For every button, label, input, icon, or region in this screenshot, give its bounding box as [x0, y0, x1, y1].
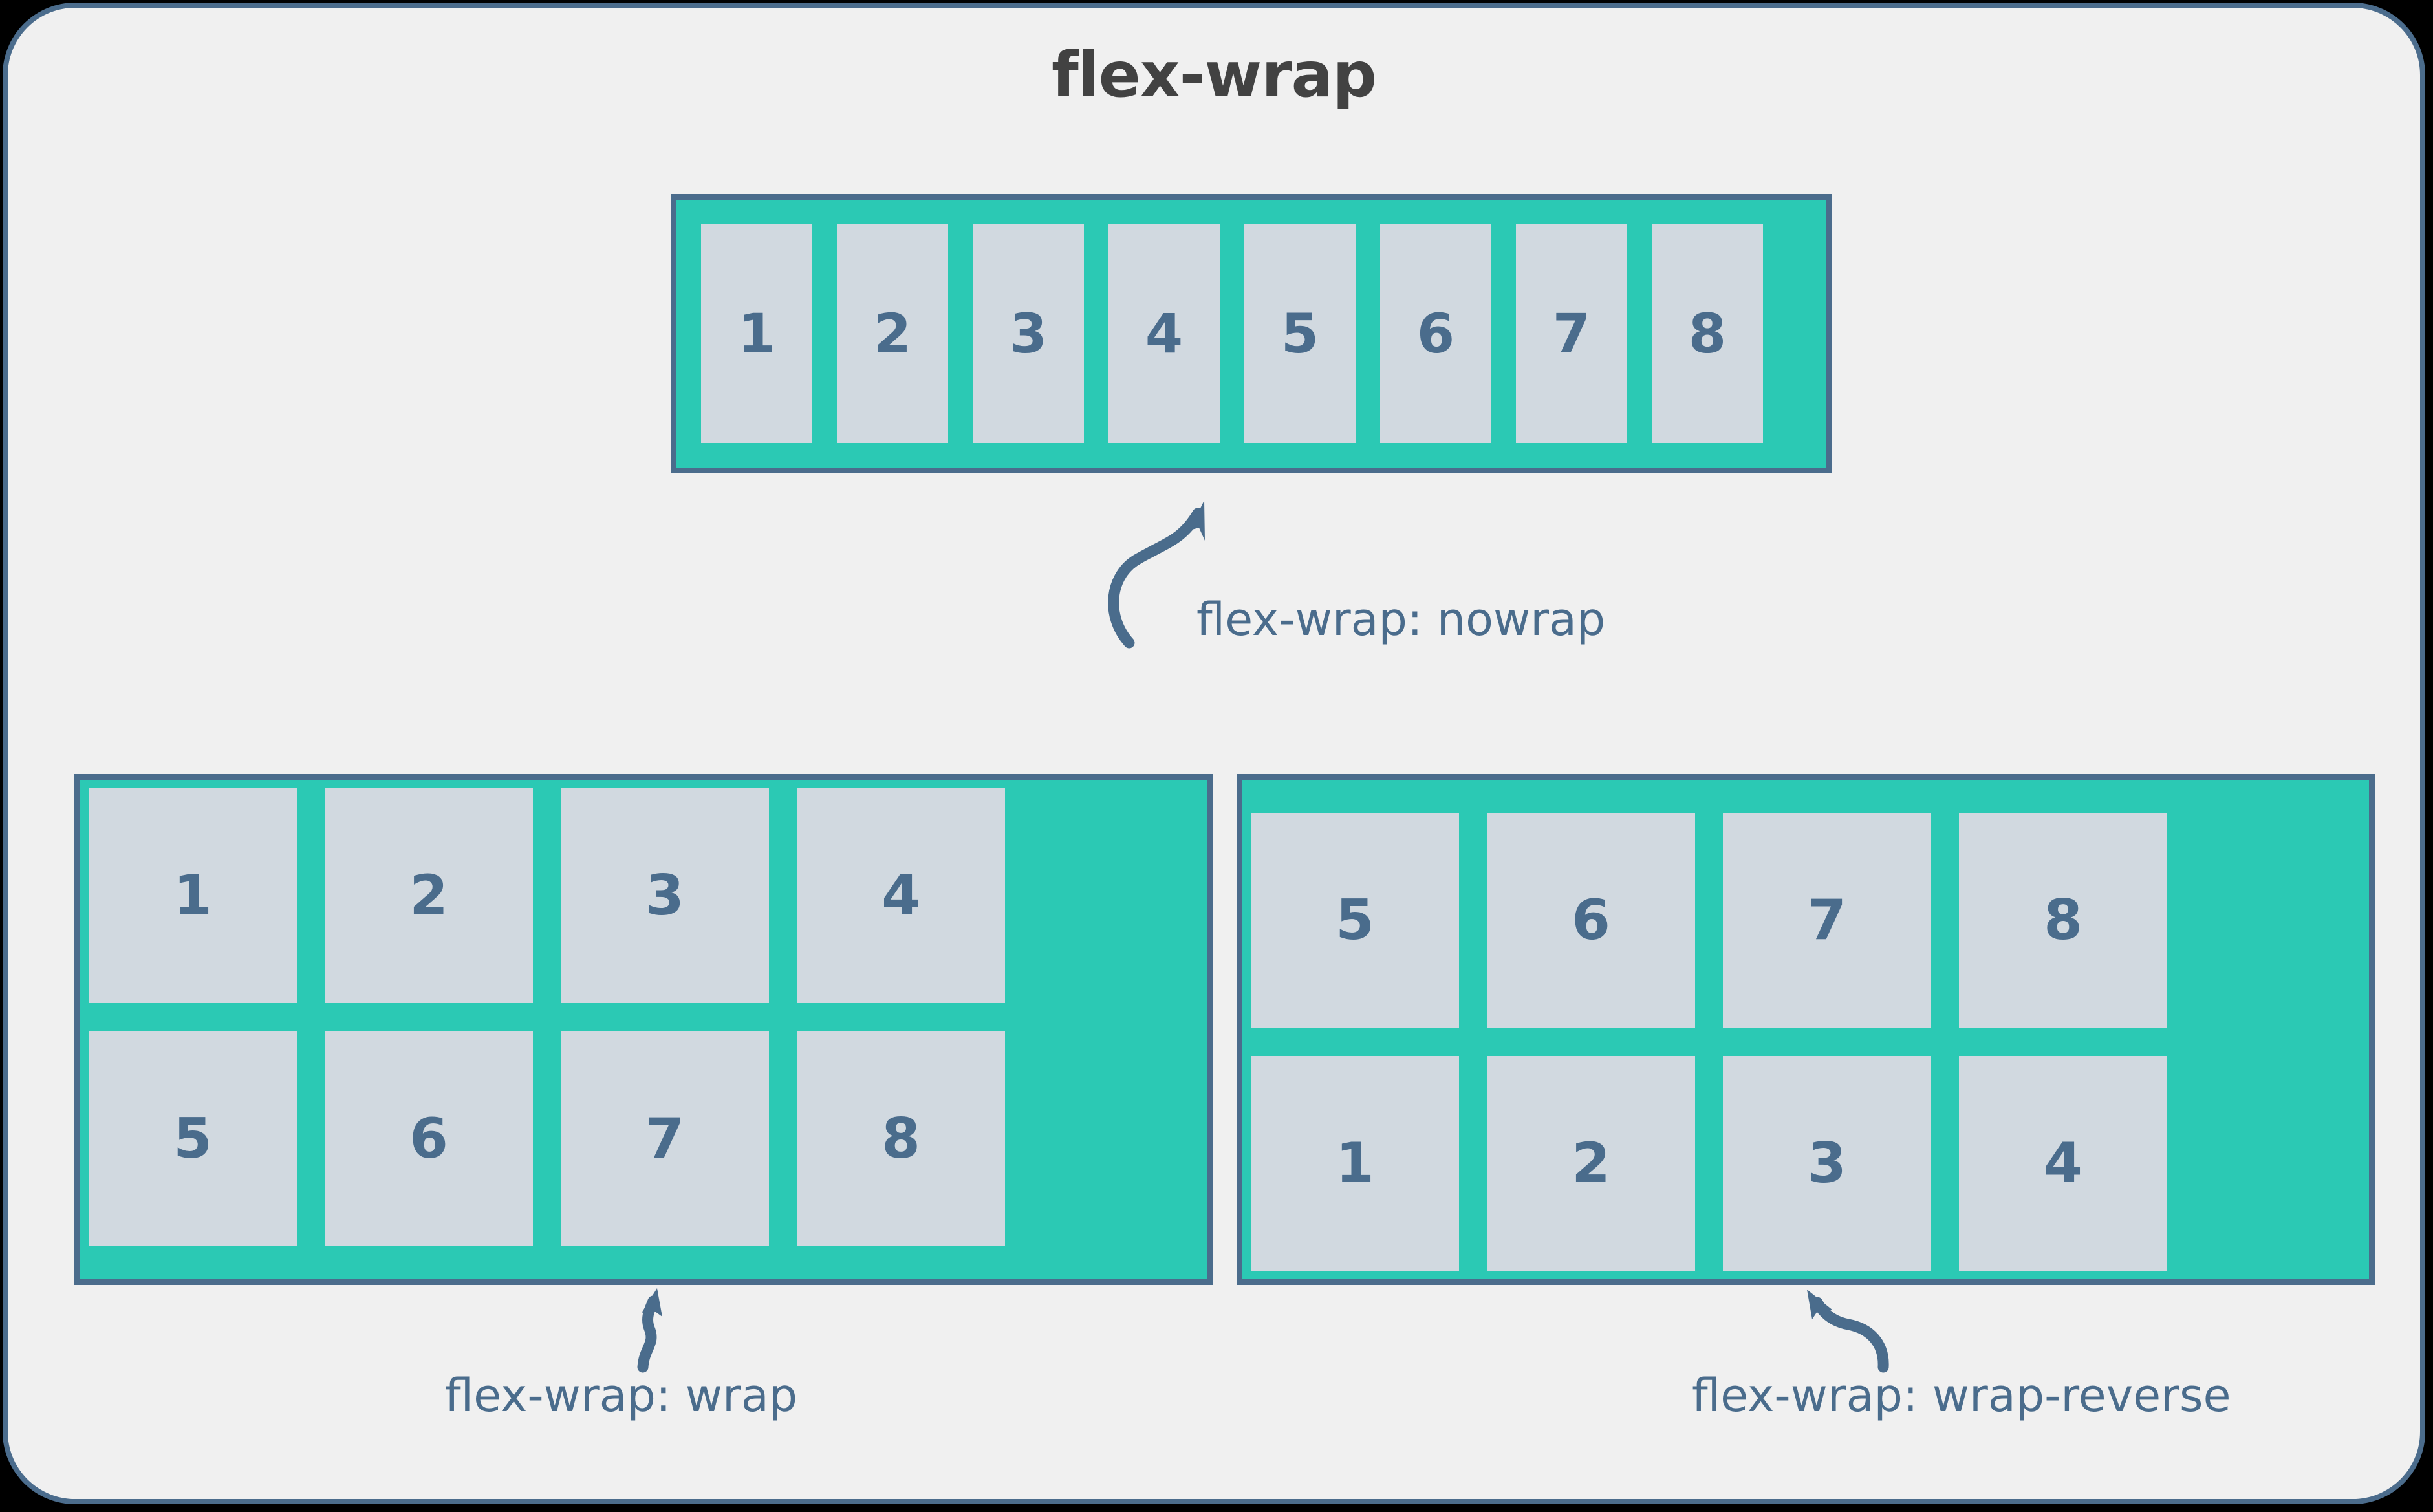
- flex-container-wrap: 1 2 3 4 5 6 7 8: [74, 774, 1213, 1285]
- flex-item: 8: [797, 1031, 1005, 1246]
- flex-item: 4: [1959, 1056, 2167, 1271]
- flex-item: 7: [1723, 813, 1931, 1028]
- flex-item: 7: [561, 1031, 769, 1246]
- flex-item: 1: [1251, 1056, 1459, 1271]
- flex-item: 5: [1244, 224, 1356, 443]
- flex-item: 6: [1487, 813, 1695, 1028]
- flex-container-wrap-reverse: 1 2 3 4 5 6 7 8: [1237, 774, 2375, 1285]
- page-title: flex-wrap: [1051, 39, 1377, 111]
- flex-item: 1: [701, 224, 812, 443]
- flex-item: 2: [837, 224, 948, 443]
- flex-item: 5: [1251, 813, 1459, 1028]
- flex-item: 1: [89, 788, 297, 1003]
- annotation-label-nowrap: flex-wrap: nowrap: [1196, 593, 1606, 646]
- flex-item: 8: [1959, 813, 2167, 1028]
- flex-item: 6: [1380, 224, 1491, 443]
- flex-item: 7: [1516, 224, 1627, 443]
- arrow-nowrap-icon: [1108, 501, 1205, 649]
- flex-item: 5: [89, 1031, 297, 1246]
- annotation-label-wrap: flex-wrap: wrap: [445, 1369, 798, 1422]
- diagram-card: flex-wrap 1 2 3 4 5 6 7 8 flex-wrap: now…: [3, 3, 2425, 1504]
- flex-item: 3: [1723, 1056, 1931, 1271]
- arrow-wrap-icon: [637, 1288, 662, 1373]
- arrow-wrap-reverse-icon: [1807, 1290, 1889, 1373]
- flex-container-nowrap: 1 2 3 4 5 6 7 8: [671, 194, 1832, 473]
- flex-item: 4: [797, 788, 1005, 1003]
- flex-item: 2: [325, 788, 533, 1003]
- flex-item: 4: [1108, 224, 1220, 443]
- flex-item: 8: [1652, 224, 1763, 443]
- flex-item: 2: [1487, 1056, 1695, 1271]
- flex-item: 6: [325, 1031, 533, 1246]
- flex-item: 3: [973, 224, 1084, 443]
- flex-item: 3: [561, 788, 769, 1003]
- annotation-label-wrap-reverse: flex-wrap: wrap-reverse: [1692, 1369, 2231, 1422]
